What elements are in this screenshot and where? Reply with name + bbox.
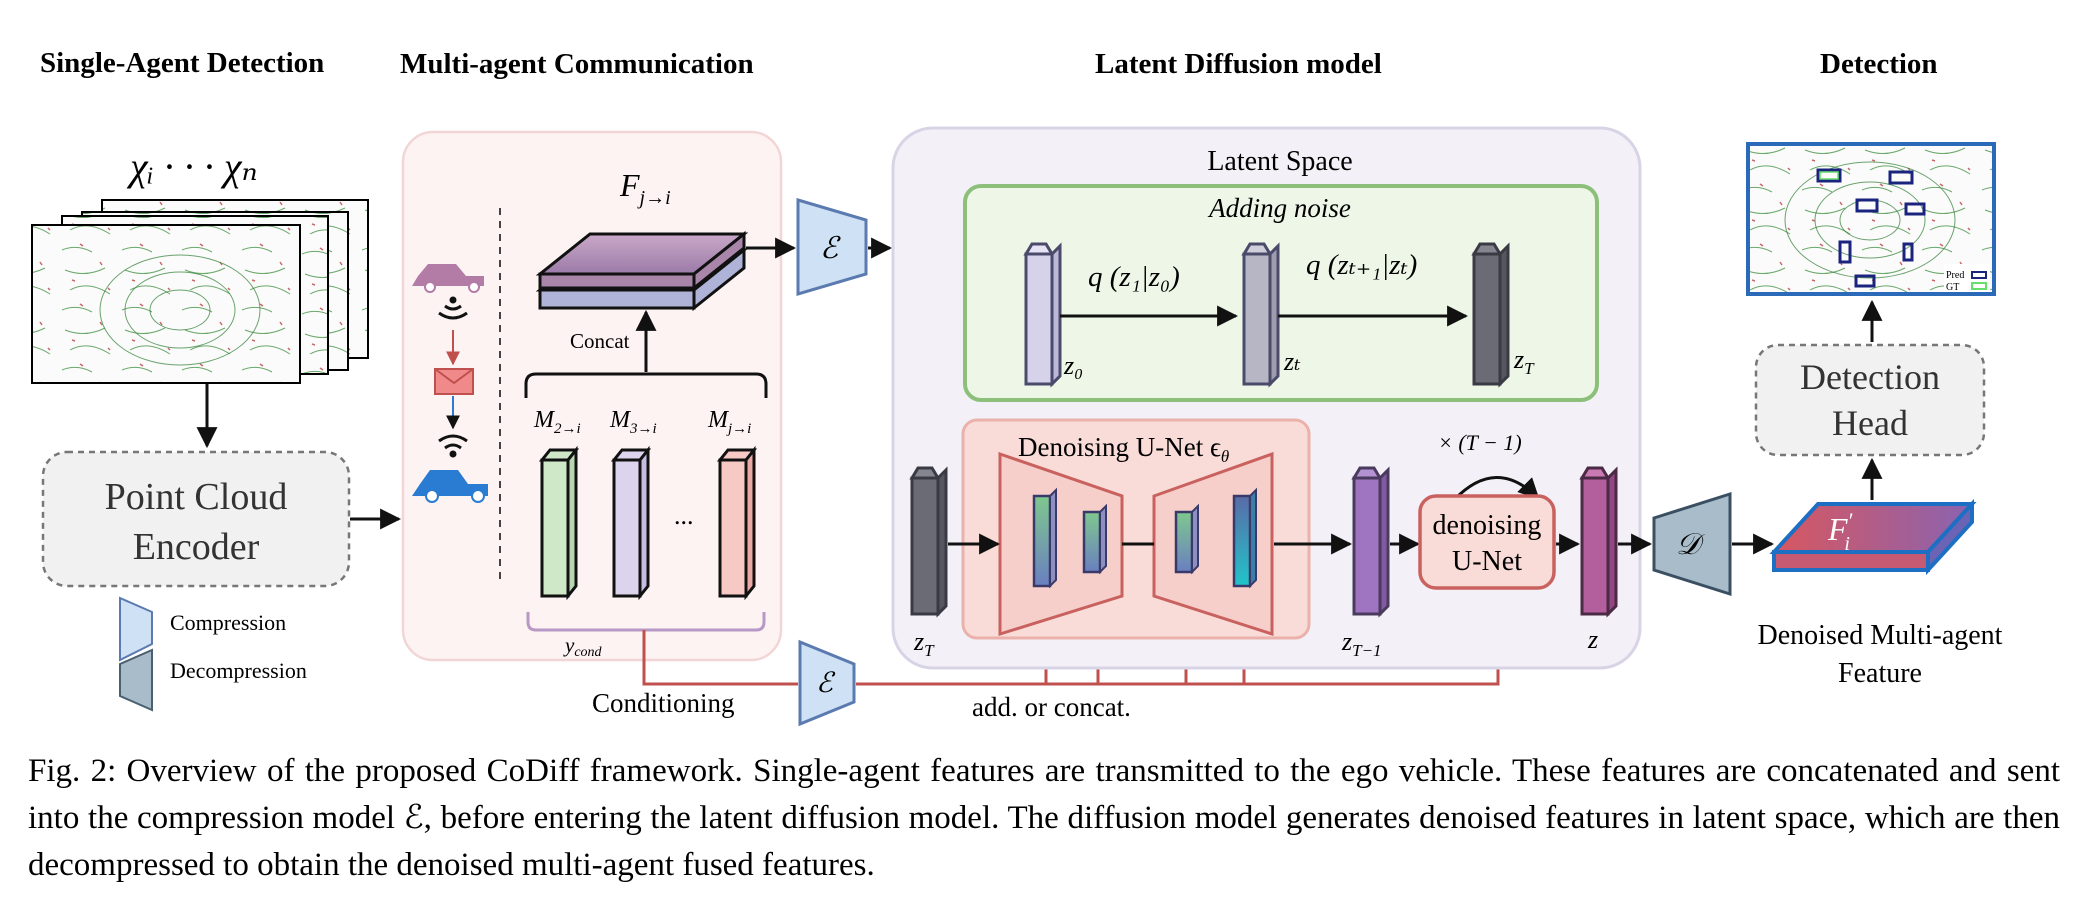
latent-z: [1579, 466, 1618, 618]
repeat-label: × (T − 1): [1438, 430, 1522, 455]
unet-feature-3: [1174, 503, 1199, 575]
detection-head: [1754, 343, 1986, 457]
output-feature-label: F′i: [1827, 508, 1854, 555]
condition-encoder-symbol: ℰ: [816, 668, 836, 699]
unet-encoder-trapezoid: [998, 451, 1124, 637]
unet-title: Denoising U-Net ϵθ: [1018, 432, 1229, 466]
z0-label: z₀: [1063, 351, 1083, 380]
section-title-detection: Detection: [1820, 48, 1938, 80]
encoder-symbol: ℰ: [820, 232, 841, 265]
detection-head-line1: Detection: [1800, 357, 1940, 397]
decoder-block: [1652, 491, 1732, 597]
concat-bracket: [524, 372, 768, 398]
input-point-clouds-label: χᵢ · · · χₙ: [126, 144, 258, 189]
conditioning-label: Conditioning: [592, 688, 735, 718]
point-cloud-stack: [31, 199, 369, 384]
unet-feature-2: [1082, 503, 1107, 575]
unet-feature-1: [1032, 487, 1057, 589]
output-label-line2: Feature: [1838, 658, 1922, 689]
diagram-canvas: Single-Agent Detection Multi-agent Commu…: [31, 47, 2003, 727]
latent-zt: [1241, 242, 1280, 388]
zT-input-label: zT: [913, 627, 935, 660]
message-feature-j: [716, 445, 758, 601]
legend-decompression: Decompression: [170, 658, 307, 683]
zt-label: zₜ: [1283, 347, 1301, 376]
latent-zT-noise: [1471, 242, 1510, 388]
legend-gt: GT: [1946, 282, 1959, 293]
legend-compression: Compression: [170, 610, 286, 635]
adding-noise-panel: [963, 184, 1599, 402]
zT-1-label: zT−1: [1341, 627, 1382, 660]
latent-z0: [1023, 242, 1062, 388]
detection-result-image: Pred GT: [1746, 142, 1996, 296]
repeat-loop-arrow: [1452, 476, 1540, 502]
zT-label: zT: [1513, 345, 1535, 378]
diagram: Single-Agent Detection Multi-agent Commu…: [31, 47, 2003, 727]
message-ellipsis: ...: [674, 501, 694, 530]
decompression-legend-icon: [119, 648, 153, 712]
output-label-line1: Denoised Multi-agent: [1758, 620, 2003, 651]
compression-legend-icon: [119, 596, 153, 662]
message-envelope-icon: [434, 368, 474, 395]
point-cloud-encoder: [41, 450, 351, 588]
wireless-receive-icon: [438, 434, 468, 458]
message-label-3: M3→i: [609, 407, 657, 437]
encoder-label-line2: Encoder: [133, 526, 260, 568]
condition-encoder-block: [798, 639, 856, 727]
fused-feature-label: Fj→i: [619, 167, 671, 209]
denoising-unet-block: [1418, 494, 1556, 590]
car-icon: [412, 264, 484, 293]
fused-feature-stack: [535, 230, 749, 312]
q2-label: q (zₜ₊₁|zₜ): [1306, 249, 1417, 281]
q1-label: q (z₁|z₀): [1088, 261, 1180, 293]
latent-space-label: Latent Space: [1207, 146, 1352, 177]
z-label: z: [1587, 625, 1598, 654]
denoise-label-line2: U-Net: [1452, 546, 1522, 577]
legend-pred: Pred: [1946, 270, 1964, 281]
denoised-feature: [1769, 498, 1977, 576]
message-label-2: M2→i: [533, 407, 581, 437]
unet-feature-4: [1232, 487, 1257, 589]
encoder-block: [796, 197, 868, 297]
conditioning-line: [642, 630, 798, 686]
ego-car-icon: [412, 470, 488, 503]
message-feature-3: [610, 445, 652, 601]
denoise-label-line1: denoising: [1433, 510, 1542, 541]
encoder-label-line1: Point Cloud: [105, 476, 288, 518]
section-title-single-agent: Single-Agent Detection: [40, 47, 324, 79]
detection-head-line2: Head: [1832, 403, 1908, 443]
latent-zT-1: [1351, 466, 1390, 618]
message-feature-2: [538, 445, 580, 601]
concat-label: Concat: [570, 329, 630, 353]
section-title-latent-diffusion: Latent Diffusion model: [1095, 48, 1382, 80]
adding-noise-label: Adding noise: [1207, 193, 1351, 223]
ycond-label: ycond: [563, 633, 603, 660]
message-label-j: Mj→i: [707, 407, 751, 437]
add-concat-label: add. or concat.: [972, 692, 1131, 722]
figure-caption: Fig. 2: Overview of the proposed CoDiff …: [28, 753, 2060, 883]
latent-zT-input: [909, 466, 948, 618]
section-title-multi-agent: Multi-agent Communication: [400, 48, 754, 80]
ycond-bracket: [526, 612, 766, 632]
wireless-icon: [438, 296, 468, 320]
